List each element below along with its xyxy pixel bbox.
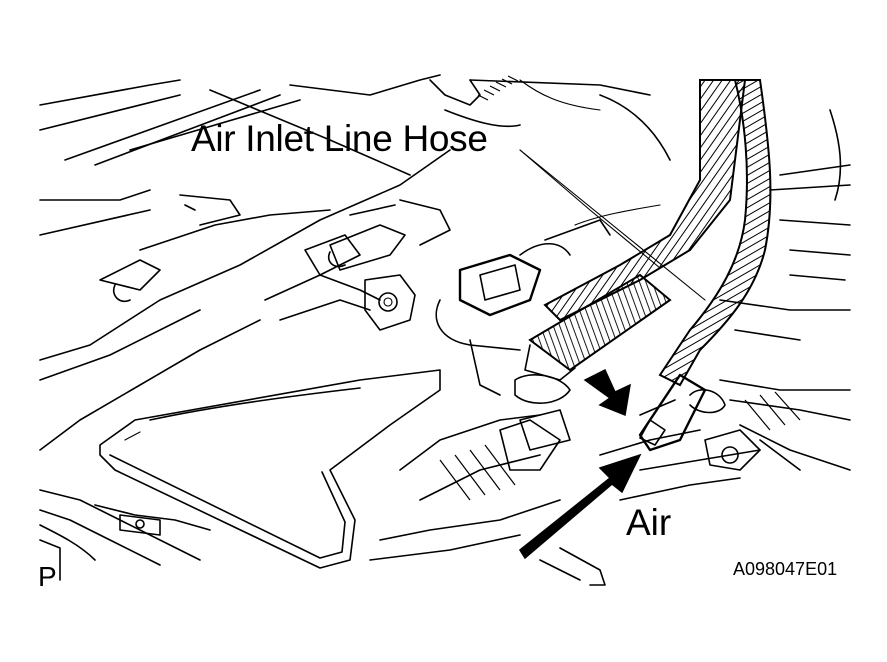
- vacuum-connector-assembly: [435, 204, 661, 451]
- right-frame: [689, 109, 851, 471]
- subframe: [39, 414, 761, 586]
- removal-direction-arrow: [583, 368, 631, 417]
- transmission-housing: [99, 194, 451, 331]
- figure-id: A098047E01: [733, 559, 838, 579]
- view-letter: P: [38, 561, 57, 592]
- air-inlet-line-hose-label: Air Inlet Line Hose: [191, 118, 488, 159]
- air-flow-arrow: [519, 453, 642, 560]
- callout-leader: [519, 149, 706, 301]
- oil-pan: [99, 369, 441, 569]
- upper-body-panels: [39, 74, 671, 451]
- wire-harness-upper: [543, 79, 747, 322]
- air-label: Air: [626, 502, 672, 543]
- air-inlet-line-hose: [638, 79, 772, 452]
